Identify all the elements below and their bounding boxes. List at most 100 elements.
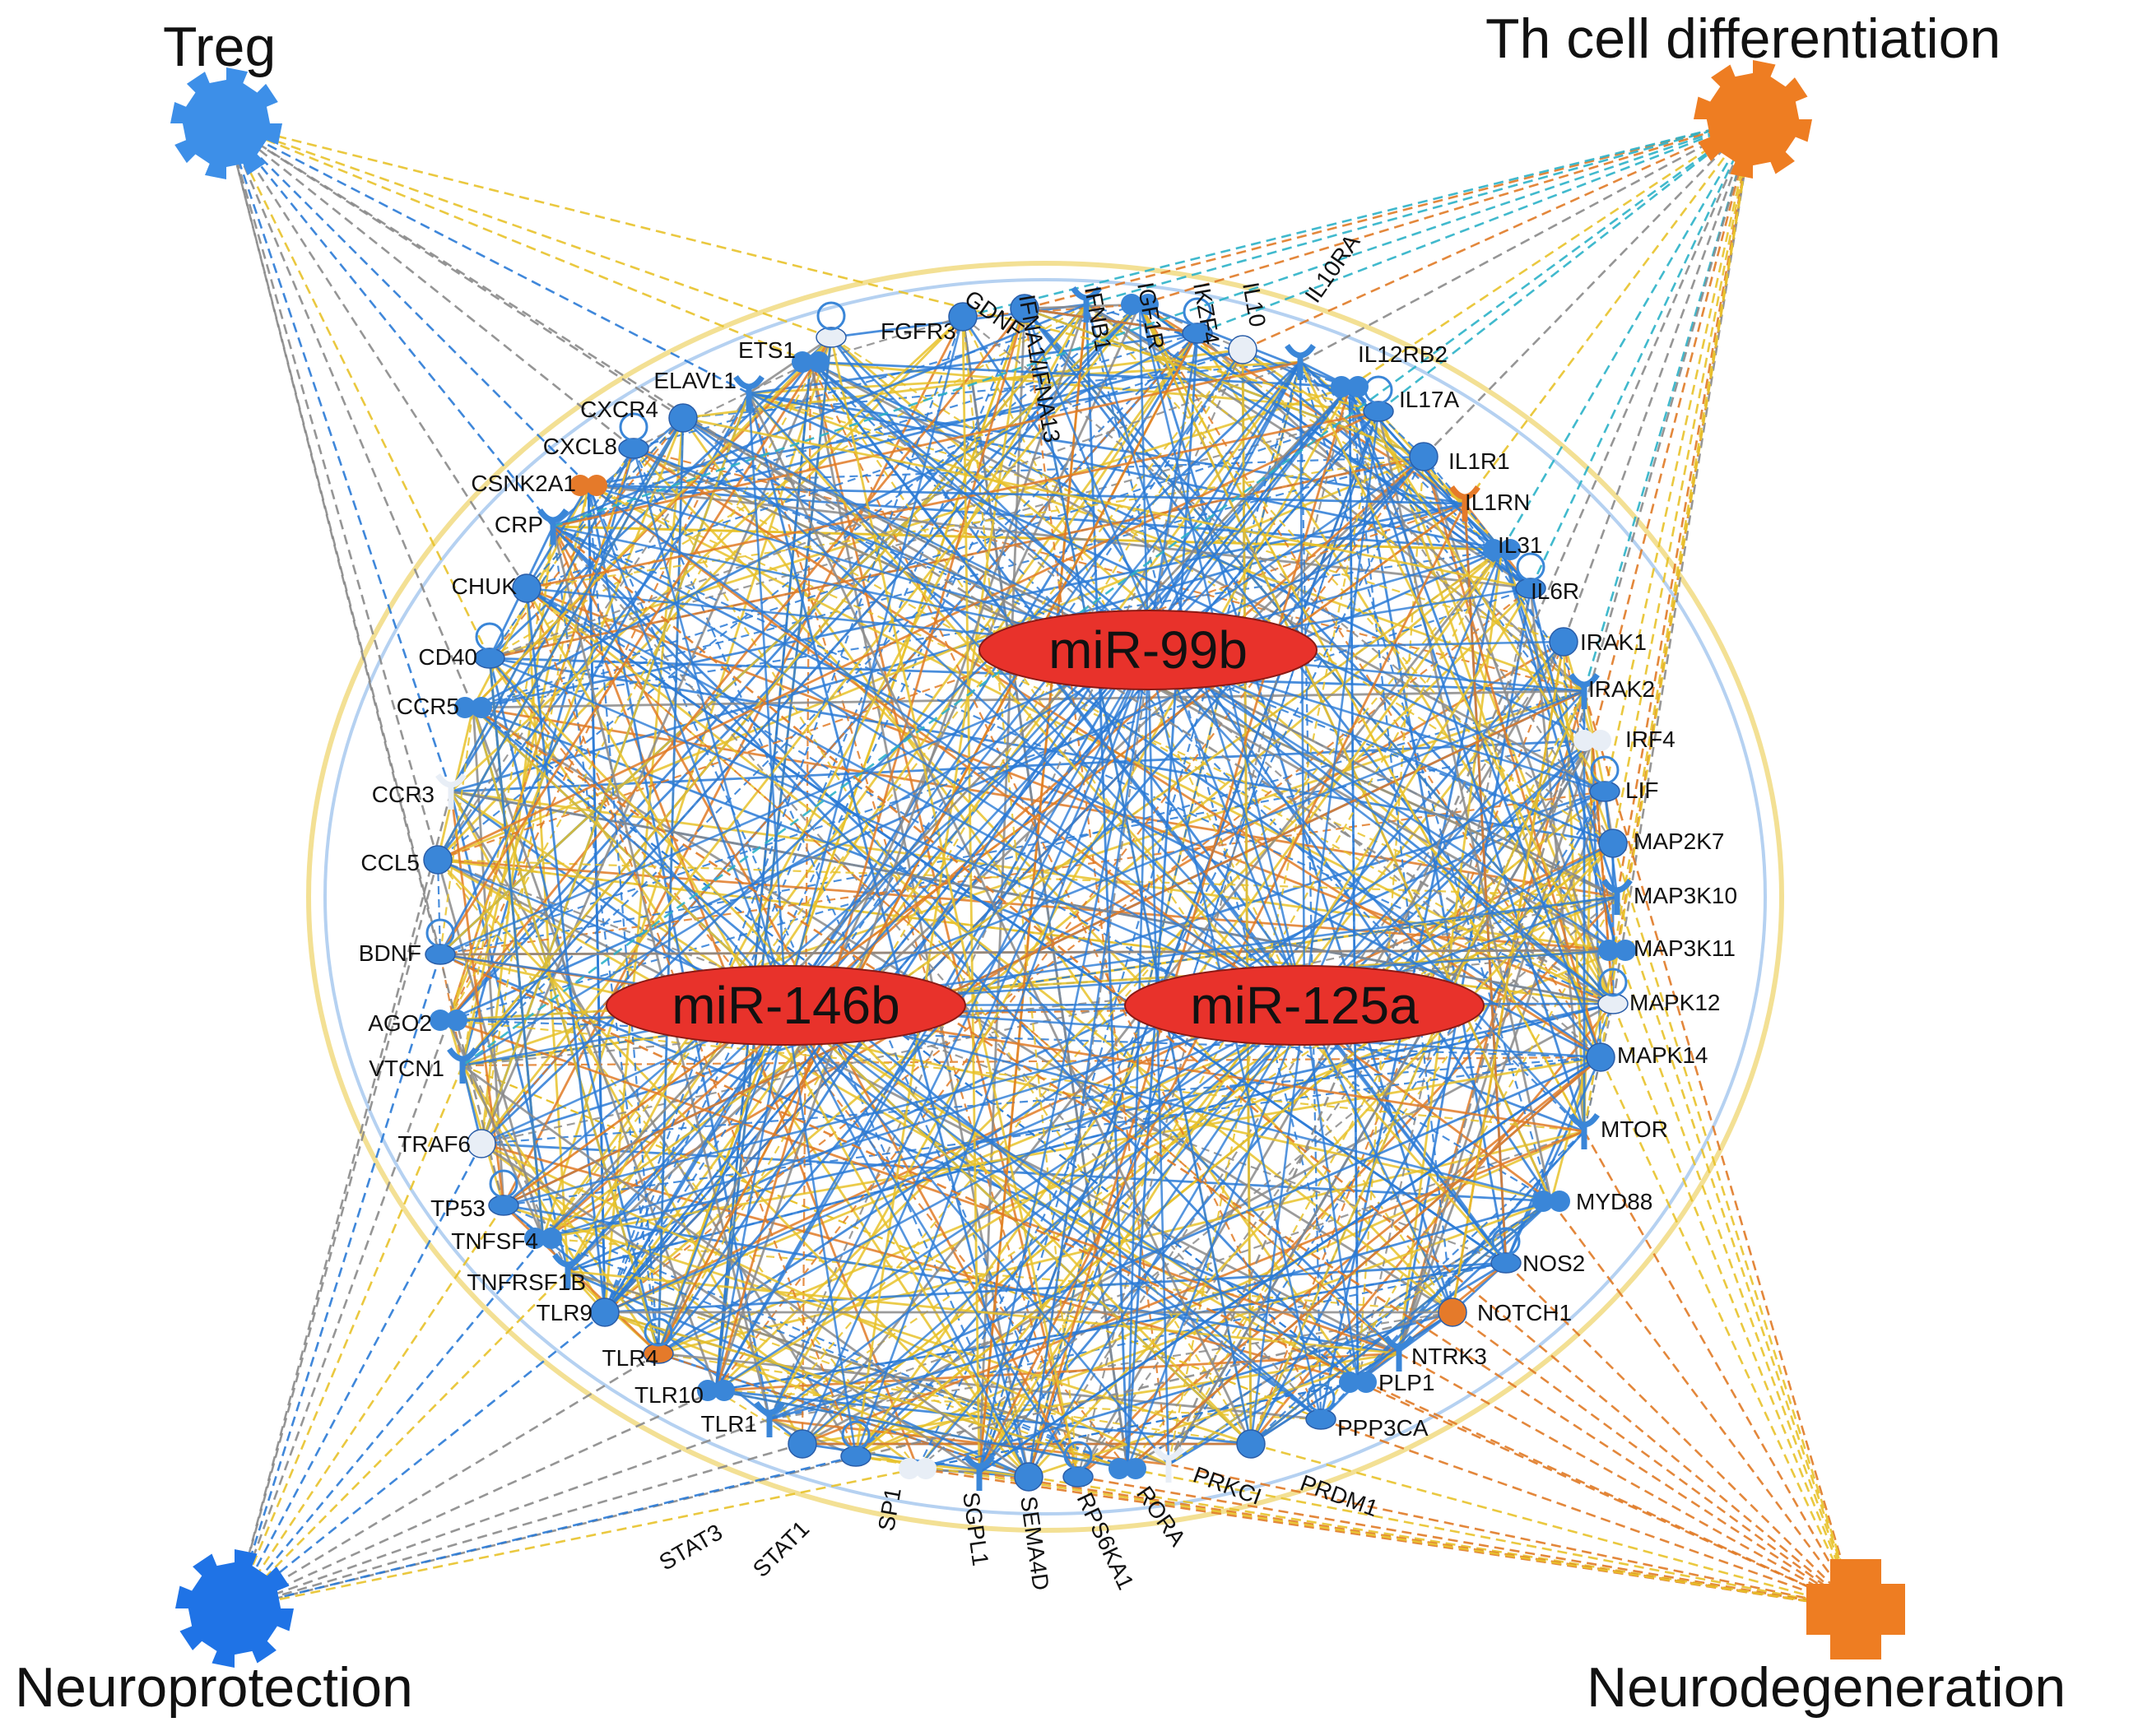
gene-node-ago2: AGO2 (368, 1010, 467, 1036)
mirna-edge (526, 587, 1305, 1007)
gene-node-lif: LIF (1589, 755, 1658, 803)
gene-label: STAT3 (655, 1519, 727, 1575)
network-edge (503, 1056, 1601, 1207)
gene-node-tlr4: TLR4 (602, 1317, 674, 1371)
corner-edge (234, 1442, 803, 1610)
th-cell-differentiation-title: Th cell differentiation (1485, 7, 2001, 70)
gene-label: MAP3K10 (1634, 883, 1737, 908)
network-edge (472, 337, 833, 708)
corner-edge (225, 122, 1379, 413)
mirna-edge (489, 657, 787, 1006)
corner-edge (234, 1389, 717, 1610)
gene-label: NOS2 (1522, 1251, 1585, 1276)
corner-edge (225, 123, 555, 527)
gene-label: CXCR4 (580, 397, 658, 422)
gene-label: ETS1 (738, 337, 796, 363)
network-edge (1027, 361, 1302, 1478)
network-edge (1249, 690, 1586, 1445)
gene-node-il6r: IL6R (1515, 552, 1579, 604)
gene-node-cxcr4: CXCR4 (580, 397, 698, 433)
gene-node-il10ra: IL10RA (1285, 230, 1365, 380)
network-edge (978, 740, 1594, 1474)
network-edge (1299, 361, 1615, 1005)
corner-edge (233, 1065, 464, 1609)
corner-edge (1550, 1200, 1857, 1609)
gene-label: IL10RA (1300, 230, 1365, 308)
gene-label: IRAK2 (1588, 676, 1655, 702)
ring-edge (323, 278, 1767, 1516)
network-edge (462, 895, 1618, 1067)
mirna-edge (784, 349, 1244, 1006)
network-edge (1139, 303, 1531, 590)
network-edge (525, 485, 590, 589)
network-edge (855, 842, 1614, 1458)
network-edge (542, 349, 1243, 1239)
network-edge (962, 316, 1614, 844)
gene-label: PPP3CA (1337, 1415, 1429, 1441)
network-edge (633, 448, 1252, 1445)
mirna-edge (567, 649, 1149, 1272)
network-edge (436, 417, 685, 861)
corner-edge (1139, 118, 1754, 306)
mirna-edge (1303, 1005, 1359, 1383)
network-edge (526, 348, 1243, 590)
network-edge (1076, 641, 1565, 1478)
gene-label: CCL5 (360, 850, 420, 875)
gene-node-cxcl8: CXCL8 (543, 412, 649, 459)
mirna-edge (978, 1005, 1306, 1474)
network-edge (1357, 1261, 1507, 1384)
network-edge (481, 1056, 1601, 1145)
gene-node-tnfsf4: TNFSF4 (451, 1228, 562, 1254)
corner-edge (225, 122, 684, 420)
network-edge (439, 953, 1585, 1133)
gene-label: TRAF6 (397, 1131, 471, 1157)
mirna-mir-146b: miR-146b (606, 965, 966, 1046)
gene-label: SP1 (873, 1486, 906, 1534)
network-edge (715, 1352, 1400, 1392)
gene-label: NOTCH1 (1477, 1300, 1572, 1325)
gene-node-map2k7: MAP2K7 (1598, 829, 1725, 858)
network-edge (552, 525, 1614, 1005)
network-edge (587, 485, 660, 1354)
gene-label: IL6R (1531, 578, 1579, 604)
network-edge (1242, 348, 1466, 505)
treg-gear-icon (170, 67, 282, 179)
mirna-edge (1146, 332, 1199, 651)
mirna-edge (784, 1005, 858, 1457)
gene-label: CSNK2A1 (471, 471, 576, 496)
gene-node-plp1: PLP1 (1339, 1370, 1435, 1395)
corner-edge (472, 706, 1857, 1610)
gene-label: SEMA4D (1016, 1495, 1054, 1592)
gene-label: CXCL8 (543, 434, 617, 459)
corner-edge (1423, 118, 1754, 457)
network-edge (715, 587, 1531, 1391)
gene-node-tlr9: TLR9 (537, 1297, 620, 1327)
network-edge (1299, 361, 1614, 844)
network-edge (552, 303, 1087, 528)
mirna-edge (801, 649, 1150, 1445)
mirna-edge (1126, 649, 1150, 1469)
network-edge (769, 1056, 1601, 1421)
mirna-edge (1303, 1005, 1454, 1313)
gene-label: PLP1 (1378, 1370, 1435, 1395)
gene-label: FGFR3 (881, 318, 956, 344)
mirna-edge (587, 485, 788, 1006)
mirna-edge (917, 1005, 1305, 1469)
network-edge (489, 448, 634, 659)
corner-edge (1167, 118, 1755, 1465)
network-edge (657, 417, 685, 1354)
mirna-edge (1126, 1005, 1306, 1469)
gene-label: SGPL1 (958, 1491, 993, 1568)
corner-edge (233, 1205, 505, 1609)
network-edge (448, 548, 1503, 1022)
gene-label: TLR1 (701, 1411, 757, 1437)
network-edge (448, 1002, 1614, 1022)
gene-node-tp53: TP53 (430, 1169, 519, 1221)
mirna-edge (785, 1005, 1169, 1465)
network-edge (1167, 411, 1380, 1465)
gene-label: BDNF (359, 940, 421, 966)
network-edge (603, 316, 964, 1313)
gene-label: TNFSF4 (451, 1228, 538, 1254)
corner-edge (1168, 1463, 1857, 1610)
network-edge (552, 360, 1301, 528)
